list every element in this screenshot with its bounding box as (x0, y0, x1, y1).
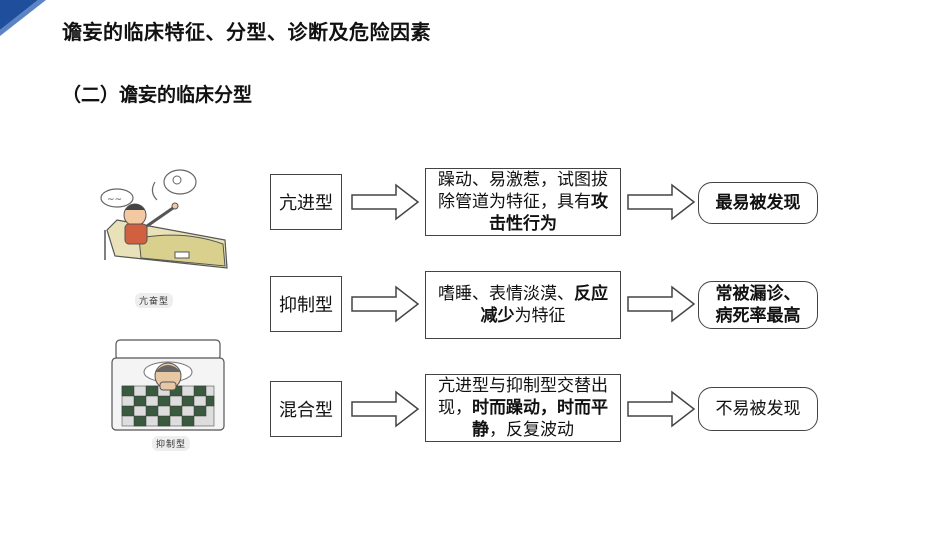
type-box-mixed: 混合型 (270, 381, 342, 437)
arrow-right-icon (351, 285, 420, 323)
section-title: （二）谵妄的临床分型 (62, 84, 253, 106)
hypoactive-patient-illustration (111, 339, 225, 431)
arrow-right-icon (351, 183, 420, 221)
desc-segment-bold: 时而躁动，时而平静 (472, 398, 608, 440)
illustration-caption-2: 抑制型 (152, 436, 191, 451)
result-text: 不易被发现 (715, 399, 801, 419)
result-box-hyperactive: 最易被发现 (698, 182, 818, 224)
svg-text:~~: ~~ (107, 195, 122, 205)
desc-segment: 为特征 (514, 306, 566, 326)
page-title: 谵妄的临床特征、分型、诊断及危险因素 (62, 20, 431, 44)
desc-text-hyperactive: 躁动、易激惹，试图拔除管道为特征，具有攻击性行为 (432, 169, 614, 235)
hyperactive-patient-illustration: ~~ (100, 169, 228, 269)
type-box-hypoactive: 抑制型 (270, 276, 342, 332)
result-text: 常被漏诊、病死率最高 (715, 284, 801, 326)
arrow-right-icon (627, 390, 696, 428)
result-box-hypoactive: 常被漏诊、病死率最高 (698, 281, 818, 329)
arrow-right-icon (627, 285, 696, 323)
desc-segment-bold: 反应减少 (480, 284, 609, 326)
result-text: 最易被发现 (715, 193, 801, 213)
desc-segment-bold: 攻击性行为 (489, 192, 608, 234)
desc-box-mixed: 亢进型与抑制型交替出现，时而躁动，时而平静，反复波动 (425, 374, 621, 442)
result-box-mixed: 不易被发现 (698, 387, 818, 431)
arrow-right-icon (351, 390, 420, 428)
type-box-hyperactive: 亢进型 (270, 174, 342, 230)
desc-text-hypoactive: 嗜睡、表情淡漠、反应减少为特征 (432, 283, 614, 327)
desc-segment: 亢进型与抑制型交替出现， (438, 376, 608, 418)
desc-box-hyperactive: 躁动、易激惹，试图拔除管道为特征，具有攻击性行为 (425, 168, 621, 236)
desc-segment: ，反复波动 (489, 420, 574, 440)
corner-decoration (0, 0, 46, 36)
desc-segment: 躁动、易激惹，试图拔除管道为特征，具有 (438, 170, 608, 212)
arrow-right-icon (627, 183, 696, 221)
illustration-caption-1: 亢奋型 (135, 293, 174, 308)
desc-segment: 嗜睡、表情淡漠、 (438, 284, 574, 304)
desc-text-mixed: 亢进型与抑制型交替出现，时而躁动，时而平静，反复波动 (432, 375, 614, 441)
desc-box-hypoactive: 嗜睡、表情淡漠、反应减少为特征 (425, 271, 621, 339)
